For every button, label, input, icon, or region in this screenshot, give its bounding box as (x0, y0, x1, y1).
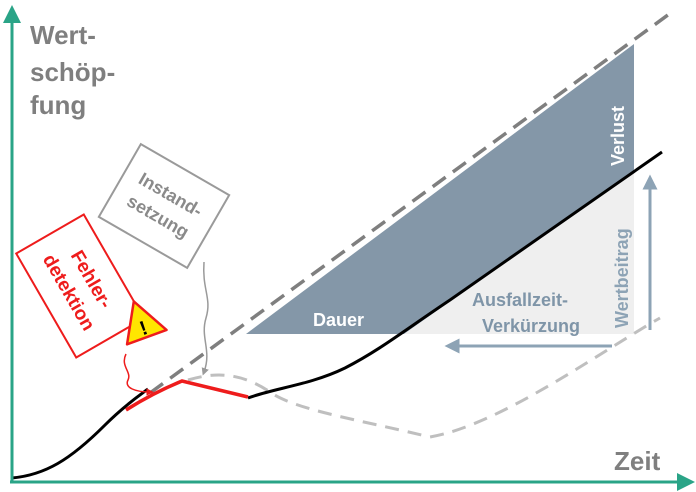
y-axis-label-line1: Wert- (30, 20, 96, 50)
y-axis-label-line3: fung (30, 90, 86, 120)
repair-connector (201, 261, 209, 376)
repair-callout: Instand- setzung (97, 142, 231, 270)
actual-value-curve-after-repair (247, 150, 663, 400)
actual-value-curve (11, 387, 149, 480)
repair-callout-box (97, 142, 231, 270)
error-detection-callout-box (14, 213, 146, 359)
x-axis-label: Zeit (614, 446, 661, 476)
duration-label: Dauer (313, 310, 364, 330)
loss-area (246, 44, 634, 334)
downtime-reduction-label-line1: Ausfallzeit- (472, 290, 568, 310)
error-detection-callout: Fehler- detektion (14, 213, 146, 359)
y-axis-label-line2: schöp- (30, 57, 115, 87)
error-detection-connector (123, 353, 154, 396)
ideal-trend-dashed-line (148, 10, 674, 395)
without-repair-dashed-curve (187, 316, 661, 439)
downtime-reduction-label-line2: Verkürzung (482, 316, 580, 336)
loss-label: Verlust (608, 106, 628, 166)
value-contribution-label: Wertbeitrag (612, 228, 632, 328)
fault-curve-red (125, 379, 249, 412)
warning-triangle-icon: ! (125, 300, 168, 346)
